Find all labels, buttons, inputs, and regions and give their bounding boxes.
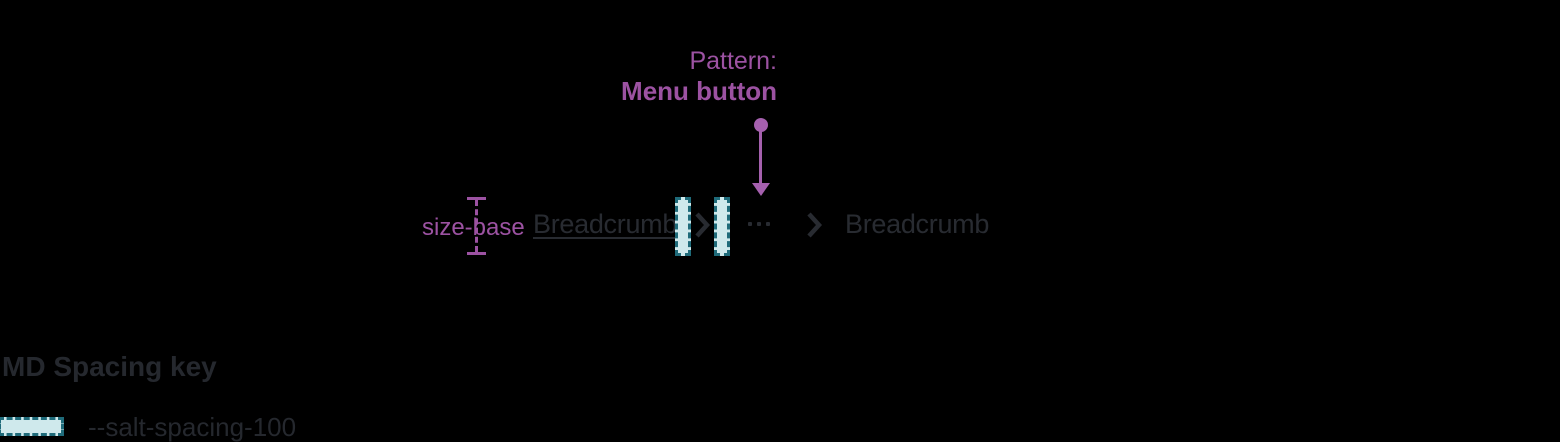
spacing-100-marker bbox=[714, 197, 730, 256]
arrow-down-icon bbox=[752, 183, 770, 196]
ellipsis-icon bbox=[757, 222, 761, 226]
pattern-callout-title: Menu button bbox=[621, 76, 777, 106]
measure-bracket-line bbox=[475, 200, 478, 252]
annotation-arrow-line bbox=[759, 129, 762, 184]
spacing-100-marker bbox=[675, 197, 691, 256]
breadcrumb-current-page: Breadcrumb bbox=[845, 209, 990, 239]
spacing-key-heading: MD Spacing key bbox=[2, 351, 217, 382]
pattern-callout-eyebrow: Pattern: bbox=[689, 47, 777, 75]
breadcrumb-link[interactable]: Breadcrumb bbox=[533, 209, 678, 239]
chevron-right-icon bbox=[807, 212, 823, 238]
ellipsis-icon bbox=[748, 222, 752, 226]
spacing-token-label: --salt-spacing-100 bbox=[88, 412, 297, 442]
annotation-arrow-dot bbox=[754, 118, 768, 132]
pattern-callout: Pattern: Menu button bbox=[621, 46, 777, 107]
ellipsis-icon bbox=[766, 222, 770, 226]
breadcrumb-overflow-menu-button[interactable] bbox=[748, 222, 771, 228]
measure-bracket-top-cap bbox=[467, 197, 486, 200]
chevron-right-icon bbox=[695, 212, 711, 238]
measure-bracket-bottom-cap bbox=[467, 252, 486, 255]
spacing-100-swatch-icon bbox=[0, 417, 64, 436]
size-base-label: size-base bbox=[422, 214, 525, 241]
